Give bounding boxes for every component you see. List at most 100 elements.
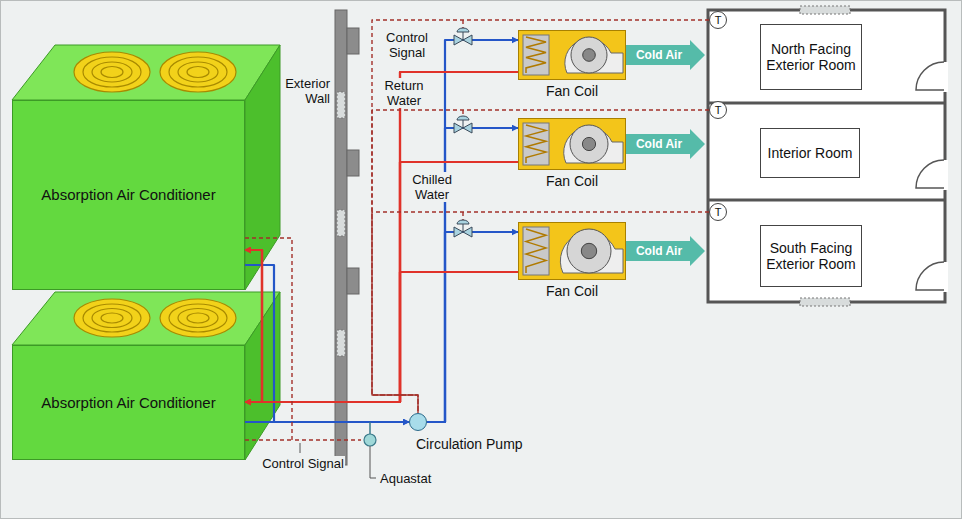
drawing-part <box>463 120 464 128</box>
label-patch: Chilled Water <box>411 172 453 202</box>
return-water-pipe <box>245 162 518 402</box>
drawing-part <box>12 292 280 345</box>
drawing-part <box>347 268 359 294</box>
drawing-part <box>337 330 345 356</box>
drawing-part <box>74 299 236 337</box>
room-box: North Facing Exterior Room <box>760 24 862 90</box>
room-box: South Facing Exterior Room <box>760 225 862 287</box>
drawing-part <box>457 116 469 120</box>
fan-coil: Fan Coil <box>518 222 626 280</box>
drawing-part <box>463 224 464 232</box>
drawing-part <box>74 299 150 337</box>
absorption-unit-body <box>12 45 280 290</box>
drawing-part <box>940 160 948 190</box>
drawing-part <box>160 52 236 92</box>
control-signal-line <box>372 20 709 413</box>
absorption-unit: Absorption Air Conditioner <box>12 100 245 290</box>
fan-coil: Fan Coil <box>518 30 626 80</box>
flow-label: Cold Air <box>628 48 690 62</box>
drawing-part <box>74 52 150 92</box>
room-box: Interior Room <box>760 128 860 178</box>
drawing-part <box>626 129 705 159</box>
thermostat-symbol: T <box>715 14 722 26</box>
drawing-part <box>83 304 141 332</box>
drawing-part <box>337 210 345 236</box>
fan-coil-symbol <box>519 223 625 279</box>
return-water-pipe <box>245 272 518 402</box>
drawing-part <box>92 309 132 328</box>
drawing-part <box>457 220 469 224</box>
drawing-part <box>523 35 549 75</box>
room-outline <box>708 6 948 306</box>
drawing-part <box>245 439 292 440</box>
thermostat-symbol: T <box>715 104 722 116</box>
drawing-part <box>335 10 347 465</box>
leader-line <box>300 443 301 453</box>
drawing-part <box>526 125 546 163</box>
thermostat: T <box>709 11 727 29</box>
drawing-part <box>347 28 359 54</box>
label-patch: Control Signal <box>261 456 345 471</box>
drawing-part <box>370 446 376 478</box>
drawing-part <box>457 28 469 32</box>
drawing-part <box>916 262 944 290</box>
return-water-pipe <box>245 72 518 402</box>
drawing-part <box>187 313 209 323</box>
annotation-label: Return Water <box>376 78 432 108</box>
drawing-part <box>463 32 464 40</box>
absorption-unit-body <box>12 292 280 460</box>
annotation-label: Chilled Water <box>404 172 460 202</box>
drawing-part <box>245 238 361 440</box>
drawing-part <box>178 309 218 328</box>
drawing-part <box>523 123 549 165</box>
drawing-part <box>570 125 608 163</box>
drawing-part <box>178 62 218 82</box>
drawing-part <box>916 160 944 188</box>
label-patch: Exterior Wall <box>284 76 331 106</box>
room-label: Interior Room <box>768 145 853 161</box>
pump-label: Circulation Pump <box>414 436 525 452</box>
control-signal-line <box>372 212 709 413</box>
drawing-part <box>83 57 141 87</box>
thermostat-symbol: T <box>715 206 722 218</box>
annotation-label: Exterior Wall <box>281 76 331 106</box>
drawing-part <box>626 40 705 70</box>
drawing-part <box>940 62 948 92</box>
fan-coil: Fan Coil <box>518 118 626 170</box>
room-label: South Facing Exterior Room <box>765 240 857 272</box>
fc-label: Fan Coil <box>509 283 635 299</box>
control-valve <box>454 28 472 237</box>
return-water-pipe <box>245 162 518 402</box>
thermostat: T <box>709 203 727 221</box>
flow-label: Cold Air <box>628 137 690 151</box>
annotation-label: Control Signal <box>258 456 348 471</box>
ac-label: Absorption Air Conditioner <box>41 186 215 204</box>
absorption-unit: Absorption Air Conditioner <box>12 345 245 460</box>
drawing-part <box>708 199 945 202</box>
exterior-wall <box>335 10 359 465</box>
fan-coil-symbol <box>519 119 625 169</box>
drawing-part <box>92 62 132 82</box>
label-patch: Aquastat <box>379 471 432 486</box>
drawing-part <box>571 37 607 73</box>
control-wire <box>245 20 463 440</box>
thermostat: T <box>709 101 727 119</box>
cold-air-arrow <box>626 40 705 266</box>
chilled-water-pipe <box>245 265 409 422</box>
drawing-part <box>582 137 595 150</box>
drawing-part <box>708 102 945 105</box>
drawing-part <box>800 6 850 14</box>
drawing-part <box>523 227 549 275</box>
drawing-part <box>101 67 123 78</box>
drawing-part <box>581 243 596 258</box>
drawing-part <box>708 10 945 302</box>
drawing-part <box>526 37 546 73</box>
drawing-part <box>940 262 948 292</box>
drawing-part <box>187 67 209 78</box>
drawing-part <box>12 45 280 100</box>
drawing-part <box>626 236 705 266</box>
ac-label: Absorption Air Conditioner <box>41 394 215 412</box>
